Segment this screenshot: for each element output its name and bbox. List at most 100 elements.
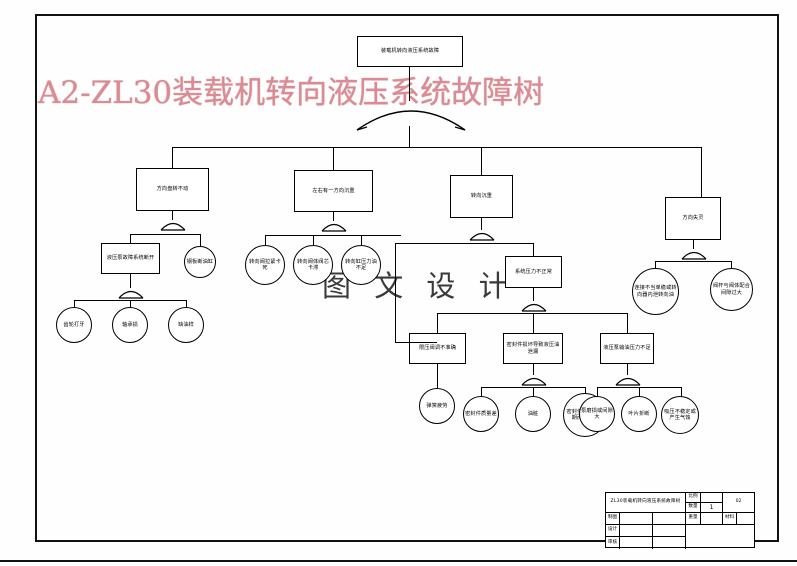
title-block-row-label-2: 审核 [606, 537, 620, 549]
line-gate-root-out [409, 126, 411, 148]
node-b3-sub-1[interactable]: 限压阀调不准确 [409, 333, 466, 364]
or-gate-b3-sub [521, 300, 547, 312]
title-block-row-value-0[interactable] [620, 513, 653, 525]
node-level2-4[interactable]: 方向失灵 [665, 197, 721, 240]
title-block-field-label-2: 重量 [686, 513, 701, 525]
line-l2-3 [481, 147, 483, 175]
line-b3-e4 [585, 387, 587, 397]
title-block-sheet-number: 02 [723, 493, 754, 513]
title-block-row-value-2[interactable] [620, 537, 653, 549]
line-b2-stem [333, 212, 335, 221]
event-b2-3-label: 转向缸压力油不足 [345, 258, 377, 271]
title-block-row-label-0: 制图 [606, 513, 620, 525]
title-block-field-value-3[interactable] [737, 513, 754, 525]
node-level2-3[interactable]: 转向沉重 [450, 175, 513, 218]
event-b3-6[interactable]: 叶片折断 [621, 396, 657, 432]
title-block-field-value-0[interactable] [701, 493, 723, 503]
line-b3-sb2-stem [533, 364, 535, 375]
line-b1-e2 [130, 300, 132, 308]
bus-b1 [130, 234, 200, 236]
or-gate-b3-sb2 [521, 374, 547, 386]
title-block-field-value-1[interactable]: 1 [701, 503, 723, 513]
line-b3-e-first [437, 364, 439, 388]
node-b3-sub-1-label: 限压阀调不准确 [418, 345, 456, 352]
event-b3-1[interactable]: 弹簧疲劳 [419, 388, 455, 424]
line-b1-stem [172, 211, 174, 220]
line-b2-e2 [313, 235, 315, 246]
node-level2-1-label: 方向盘转不动 [156, 186, 189, 193]
line-b3-sb1 [437, 313, 439, 334]
event-b1-3[interactable]: 缺油样 [168, 307, 204, 343]
or-gate-root [355, 100, 467, 132]
node-level2-1[interactable]: 方向盘转不动 [136, 168, 209, 211]
node-level2-2[interactable]: 左右有一方向沉重 [294, 170, 373, 212]
event-b1-2-label: 轴承损 [122, 321, 138, 328]
event-b2-3[interactable]: 转向缸压力油不足 [341, 245, 381, 285]
event-b1-side-label: 钢板断油缸 [186, 258, 214, 265]
line-b1-e3 [186, 300, 188, 308]
line-b3-e3 [533, 387, 535, 397]
title-block-field-2-label: 重量 [688, 515, 698, 521]
node-b1-box[interactable]: 液压泵故障系统断开 [101, 243, 160, 274]
event-b3-5[interactable]: 泵磨损或间隙大 [579, 396, 615, 432]
line-root-stem [409, 67, 411, 101]
line-b1-box-stem [130, 274, 132, 288]
node-level2-3-label: 转向沉重 [470, 193, 493, 200]
event-b3-7[interactable]: 吸压不稳定或产生气蚀 [661, 396, 699, 434]
line-b3-e2 [481, 387, 483, 397]
title-block-row-value-0b[interactable] [653, 513, 686, 525]
event-b2-1[interactable]: 转向阀拉紧卡死 [245, 245, 285, 285]
event-b3-1-label: 弹簧疲劳 [426, 402, 448, 409]
line-b1-box [130, 234, 132, 243]
bus-level2 [172, 147, 702, 149]
event-b1-1-label: 齿轮打牙 [63, 321, 85, 328]
node-b3-sub-3[interactable]: 液压泵输油压力不足 [600, 333, 654, 364]
event-b4-2-label: 阀杆与阀体配合间隙过大 [712, 283, 750, 296]
node-b3-box[interactable]: 系统压力不正常 [505, 256, 562, 288]
line-b4-stem [693, 240, 695, 249]
line-b3-e6 [639, 387, 641, 397]
event-b1-side[interactable]: 钢板断油缸 [184, 246, 216, 278]
node-level2-2-label: 左右有一方向沉重 [312, 187, 355, 194]
title-block-row-value-1b[interactable] [653, 525, 686, 537]
title-block-row-value-1[interactable] [620, 525, 653, 537]
node-root-label: 装载机转向液压系统故障 [380, 48, 440, 55]
title-block-row-1-text: 设计 [607, 527, 618, 533]
bus-b4 [655, 261, 731, 263]
title-block[interactable]: ZL30装载机转向液压系统故障树 制图 设计 审核 比例 数量 1 [605, 492, 755, 549]
line-l2-4 [701, 147, 703, 197]
event-b2-2[interactable]: 转向阀体阀芯卡滞 [293, 245, 333, 285]
event-b1-3-label: 缺油样 [178, 321, 194, 328]
event-b4-1-label: 连接不当单稳或转向器内泄转向油 [634, 285, 677, 298]
event-b3-3[interactable]: 油脏 [515, 396, 551, 432]
line-b3-e5 [597, 387, 599, 397]
event-b2-1-label: 转向阀拉紧卡死 [249, 258, 281, 271]
line-b4-e1 [655, 261, 657, 269]
event-b4-2[interactable]: 阀杆与阀体配合间隙过大 [710, 268, 753, 311]
event-b3-7-label: 吸压不稳定或产生气蚀 [664, 408, 696, 421]
drawing-frame-border [35, 14, 779, 542]
node-b3-box-label: 系统压力不正常 [514, 268, 552, 275]
node-root[interactable]: 装载机转向液压系统故障 [357, 36, 463, 67]
title-block-blank-lower-right[interactable] [686, 525, 754, 549]
title-block-field-value-2[interactable] [701, 513, 723, 525]
title-block-row-2-text: 审核 [607, 539, 618, 545]
node-b3-sub-3-label: 液压泵输油压力不足 [603, 345, 651, 352]
node-b3-sub-2[interactable]: 密封件损坏导致液压油泄漏 [503, 333, 563, 364]
line-b3-sb3-stem [627, 364, 629, 375]
event-b3-6-label: 叶片折断 [628, 410, 650, 417]
event-b3-2-label: 密封件质量差 [465, 410, 497, 417]
line-b2-e3 [361, 235, 363, 246]
drawing-title: A2-ZL30装载机转向液压系统故障树 [38, 75, 545, 111]
node-b3-sub-2-label: 密封件损坏导致液压油泄漏 [506, 342, 560, 355]
line-b1-e1 [74, 300, 76, 308]
title-block-drawing-name-label: ZL30装载机转向液压系统故障树 [610, 499, 681, 505]
event-b1-2[interactable]: 轴承损 [112, 307, 148, 343]
bus-b3 [395, 243, 533, 245]
line-b3-box [533, 243, 535, 256]
event-b4-1[interactable]: 连接不当单稳或转向器内泄转向油 [632, 268, 679, 315]
title-block-row-value-2b[interactable] [653, 537, 686, 549]
event-b1-1[interactable]: 齿轮打牙 [56, 307, 92, 343]
event-b3-2[interactable]: 密封件质量差 [463, 396, 499, 432]
